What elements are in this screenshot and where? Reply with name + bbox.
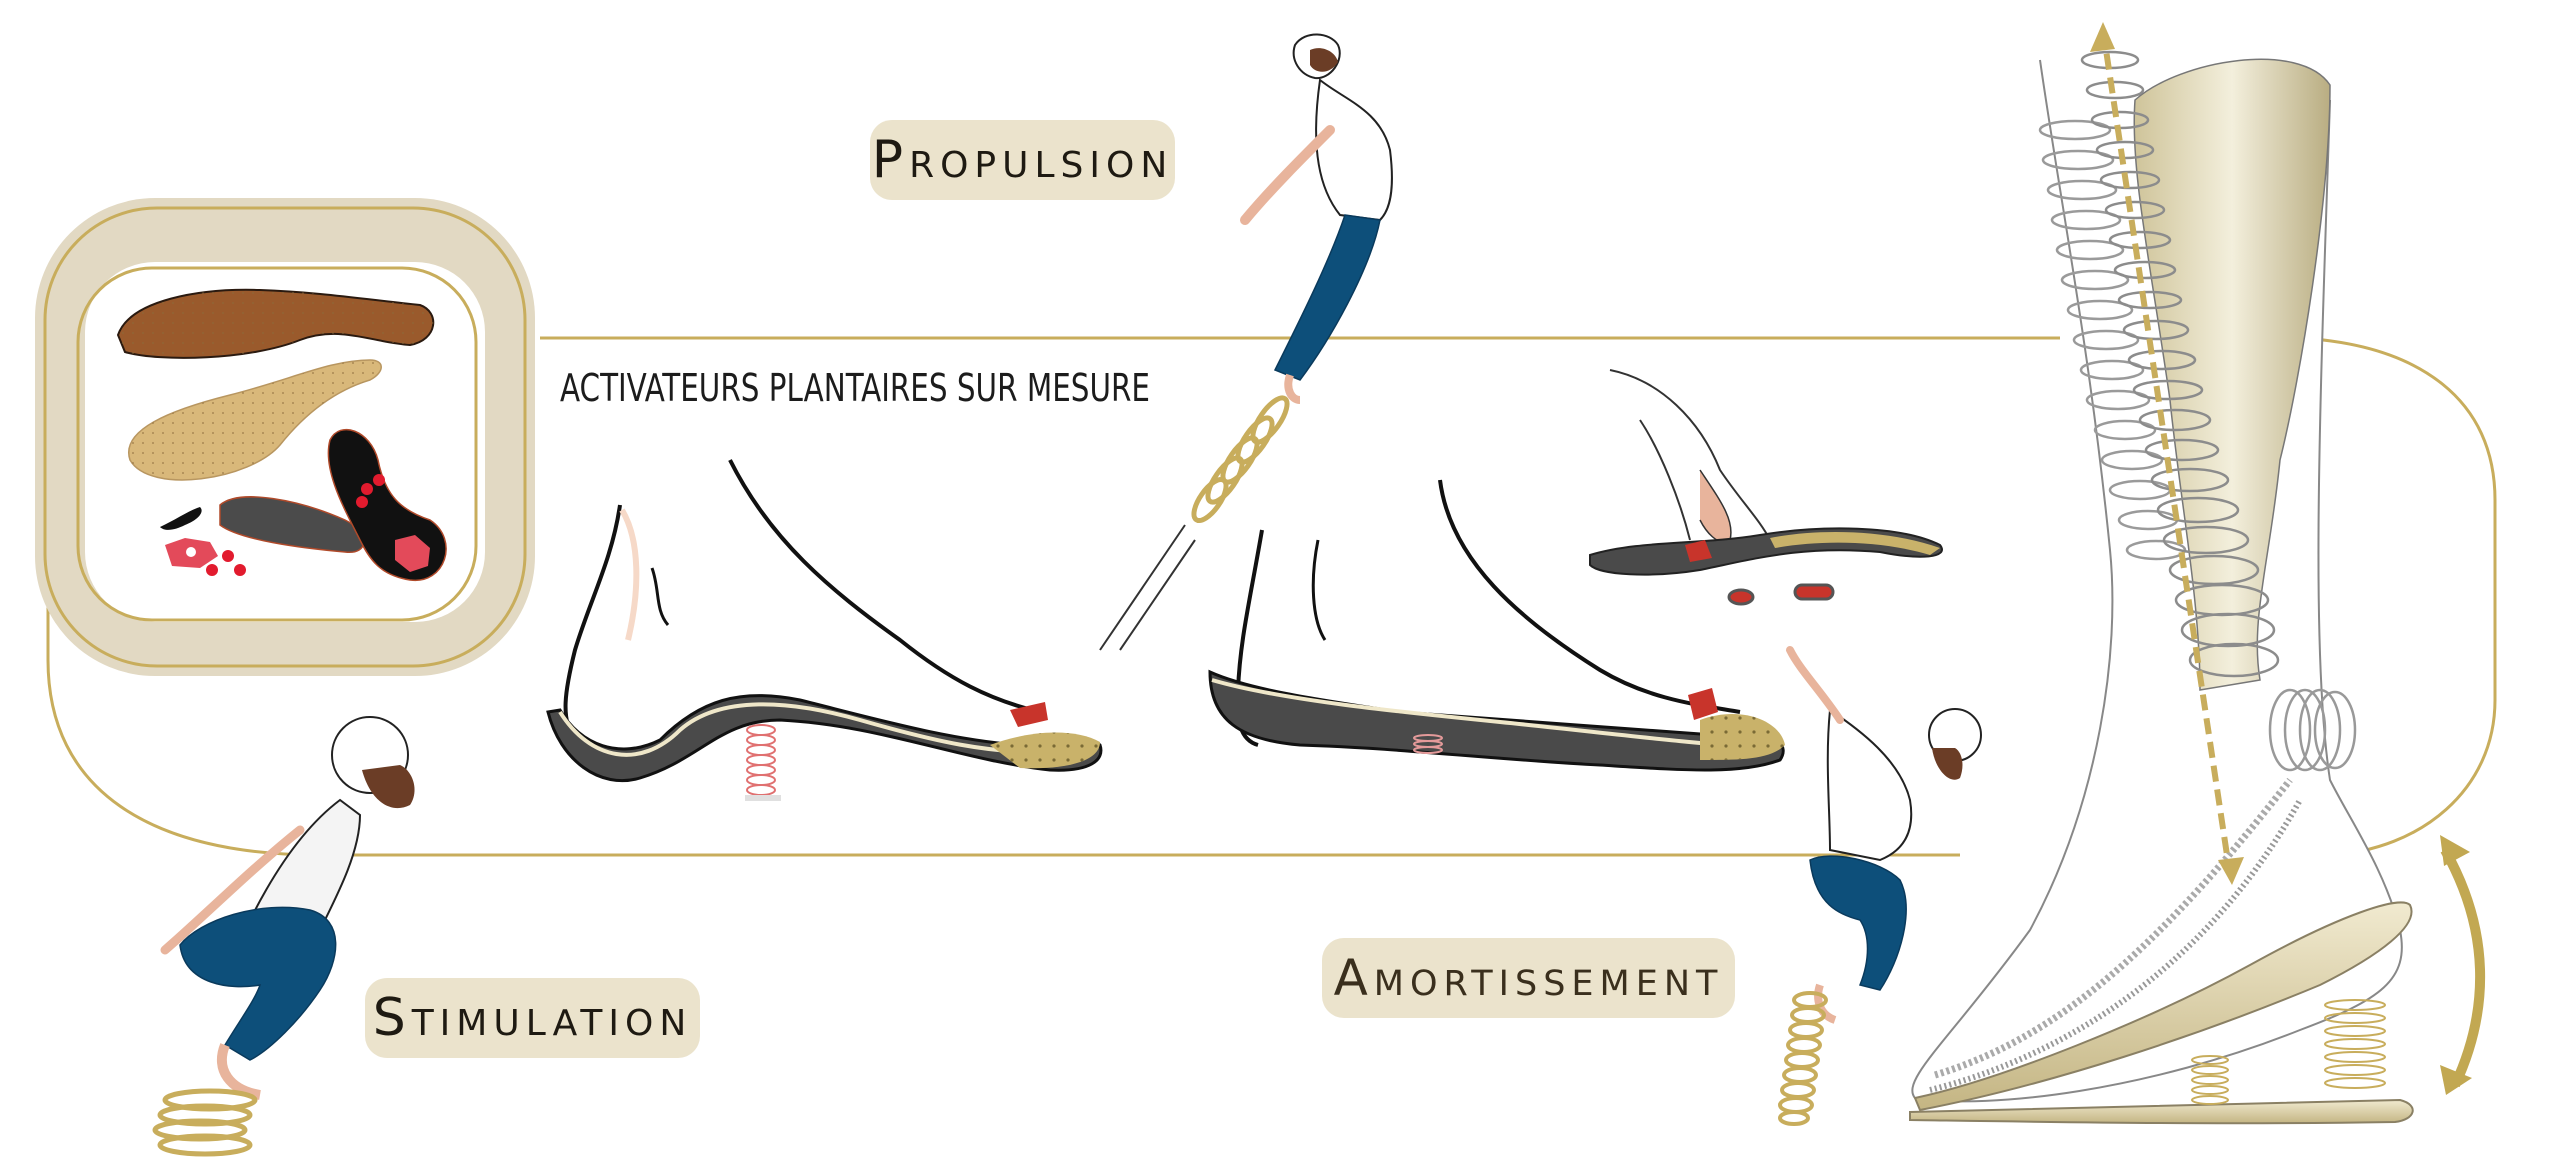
orthotic-products-photo <box>116 288 447 581</box>
label-stimulation: Stimulation <box>365 978 700 1058</box>
anatomical-leg-springs <box>1909 22 2486 1125</box>
man-jumping-propulsion <box>1099 33 1393 651</box>
label-stimulation-text: Stimulation <box>372 988 693 1048</box>
man-squatting-stimulation <box>152 716 415 1157</box>
foot-on-insole-compressed <box>1208 479 1785 772</box>
foot-on-insole-spring <box>546 459 1103 801</box>
label-amortissement-text: Amortissement <box>1333 949 1724 1007</box>
man-landing-amortissement <box>1778 646 1982 1126</box>
headline-activateurs: ACTIVATEURS PLANTAIRES SUR MESURE <box>560 366 1150 410</box>
label-amortissement: Amortissement <box>1322 938 1735 1018</box>
label-propulsion-text: Propulsion <box>871 130 1174 190</box>
label-propulsion: Propulsion <box>870 120 1175 200</box>
hand-adjusting-insole <box>1589 369 1943 606</box>
